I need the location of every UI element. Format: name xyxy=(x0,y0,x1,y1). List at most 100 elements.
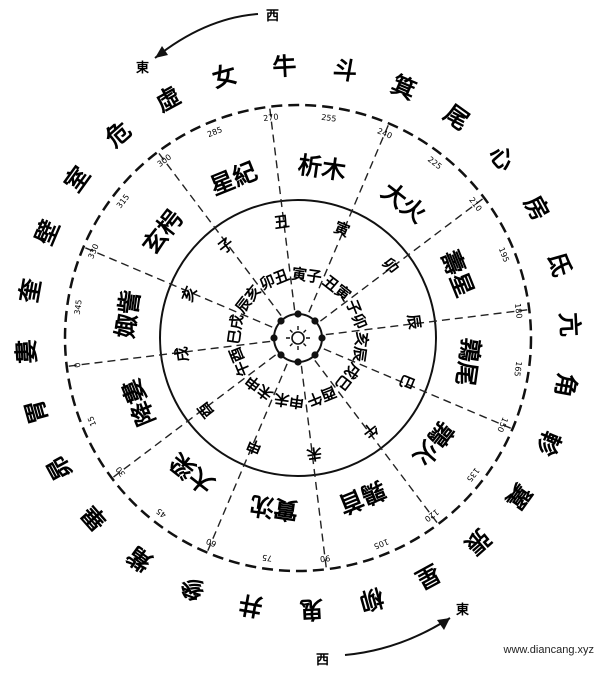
degree-label: 330 xyxy=(86,243,100,261)
inner-band-label: 巳 xyxy=(395,372,417,393)
inner-band-label: 午 xyxy=(359,418,382,441)
center-label: 午酉 xyxy=(226,344,254,379)
degree-label: 15 xyxy=(86,415,98,428)
degree-label: 150 xyxy=(495,416,509,434)
spoke-line xyxy=(325,309,529,336)
center-label: 辰亥 xyxy=(232,282,265,317)
middle-band-label: 鶉火 xyxy=(407,416,459,472)
spoke-line xyxy=(112,354,277,479)
center-label: 巳戌 xyxy=(225,313,247,345)
center-label: 戌巳 xyxy=(331,359,364,394)
degree-label: 60 xyxy=(205,536,218,548)
degree-label: 225 xyxy=(426,155,444,172)
bottom-direction-arrow: 西 東 xyxy=(316,602,469,668)
degree-label: 345 xyxy=(73,299,84,315)
outer-ring-name: 井 xyxy=(236,590,265,623)
outer-ring-name: 昴 xyxy=(41,451,78,486)
inner-band-label: 亥 xyxy=(178,284,200,305)
center-dot xyxy=(318,334,326,342)
outer-ring-name: 參 xyxy=(175,570,209,606)
spoke-line xyxy=(67,340,271,367)
outer-ring-name: 尾 xyxy=(439,98,475,136)
inner-band-label: 丑 xyxy=(273,212,290,232)
sun-icon xyxy=(286,326,310,350)
outer-ring-labels: 斗牛女虛危室壁奎婁胃昴畢觜參井鬼柳星張翼軫角亢氐房心尾箕 xyxy=(11,51,585,625)
degree-label: 120 xyxy=(423,507,441,523)
spoke-line xyxy=(157,152,282,317)
spoke-line xyxy=(323,348,512,430)
spoke-line xyxy=(314,359,439,524)
middle-band-labels: 星紀玄枵娵訾降婁大梁實沈鶉首鶉火鶉尾壽星大火析木 xyxy=(110,150,486,526)
middle-band-label: 實沈 xyxy=(248,491,300,526)
top-west-label: 西 xyxy=(266,9,279,24)
degree-label: 30 xyxy=(114,465,127,479)
inner-band-label: 卯 xyxy=(378,255,401,278)
outer-ring-name: 軫 xyxy=(530,427,566,461)
outer-ring-name: 房 xyxy=(518,190,555,225)
diagram-spokes xyxy=(67,107,529,569)
center-label: 申未 xyxy=(272,389,305,411)
outer-dashed-ring xyxy=(63,103,533,573)
outer-ring-name: 鬼 xyxy=(299,595,324,625)
outer-ring-name: 星 xyxy=(411,558,446,595)
middle-band-label: 鶉尾 xyxy=(451,336,486,388)
outer-ring-name: 虛 xyxy=(150,81,185,118)
outer-ring-name: 斗 xyxy=(331,54,360,87)
inner-band-label: 酉 xyxy=(194,399,217,422)
middle-band-label: 娵訾 xyxy=(110,288,146,341)
top-east-label: 東 xyxy=(136,60,149,76)
outer-ring-name: 牛 xyxy=(272,51,297,81)
degree-label: 135 xyxy=(465,466,482,484)
outer-ring-name: 張 xyxy=(459,523,497,561)
center-label: 酉午 xyxy=(304,382,339,410)
degree-label: 300 xyxy=(156,153,174,169)
middle-band-label: 大火 xyxy=(376,176,432,228)
middle-band-label: 大梁 xyxy=(164,447,220,499)
watermark: www.diancang.xyz xyxy=(503,644,595,656)
inner-band-label: 未 xyxy=(305,444,324,464)
bottom-east-label: 東 xyxy=(456,602,469,618)
inner-band-label: 寅 xyxy=(332,218,353,240)
outer-ring-name: 畢 xyxy=(75,499,113,536)
center-dot xyxy=(311,317,319,325)
outer-ring-name: 心 xyxy=(483,139,521,176)
spoke-line xyxy=(319,197,484,322)
degree-label: 75 xyxy=(261,553,272,563)
spoke-line xyxy=(308,124,390,313)
inner-band-label: 申 xyxy=(244,435,265,457)
center-label: 寅子 xyxy=(291,265,323,287)
center-label: 亥辰 xyxy=(349,331,371,364)
middle-solid-ring xyxy=(159,199,437,477)
bottom-west-label: 西 xyxy=(316,653,329,668)
degree-label: 165 xyxy=(512,361,523,377)
outer-ring-name: 女 xyxy=(209,59,240,93)
degree-label: 105 xyxy=(372,537,390,551)
degree-label: 195 xyxy=(497,246,511,264)
outer-ring-name: 危 xyxy=(99,115,136,153)
center-label: 卯丑 xyxy=(257,266,292,294)
degree-label: 270 xyxy=(263,112,279,123)
middle-band-label: 鶉首 xyxy=(335,475,390,520)
outer-ring-name: 氐 xyxy=(543,249,577,280)
center-dot xyxy=(294,310,302,318)
degree-label: 180 xyxy=(513,303,524,319)
center-dot xyxy=(311,351,319,359)
outer-ring-name: 奎 xyxy=(14,275,47,306)
degree-label: 45 xyxy=(155,506,169,519)
middle-band-label: 星紀 xyxy=(206,156,261,201)
spoke-line xyxy=(300,365,327,569)
outer-ring-name: 室 xyxy=(58,161,96,197)
inner-band-label: 辰 xyxy=(404,313,424,331)
degree-label: 240 xyxy=(376,126,394,140)
outer-ring-name: 亢 xyxy=(555,312,585,337)
center-dots xyxy=(270,310,326,366)
center-dot xyxy=(277,351,285,359)
degree-label: 90 xyxy=(319,553,330,563)
inner-band-labels: 丑子亥戌酉申未午巳辰卯寅 xyxy=(172,212,424,464)
outer-ring-name: 箕 xyxy=(387,69,420,105)
spoke-line xyxy=(206,363,288,552)
inner-band-label: 子 xyxy=(215,234,238,257)
degree-label: 0 xyxy=(73,362,83,368)
